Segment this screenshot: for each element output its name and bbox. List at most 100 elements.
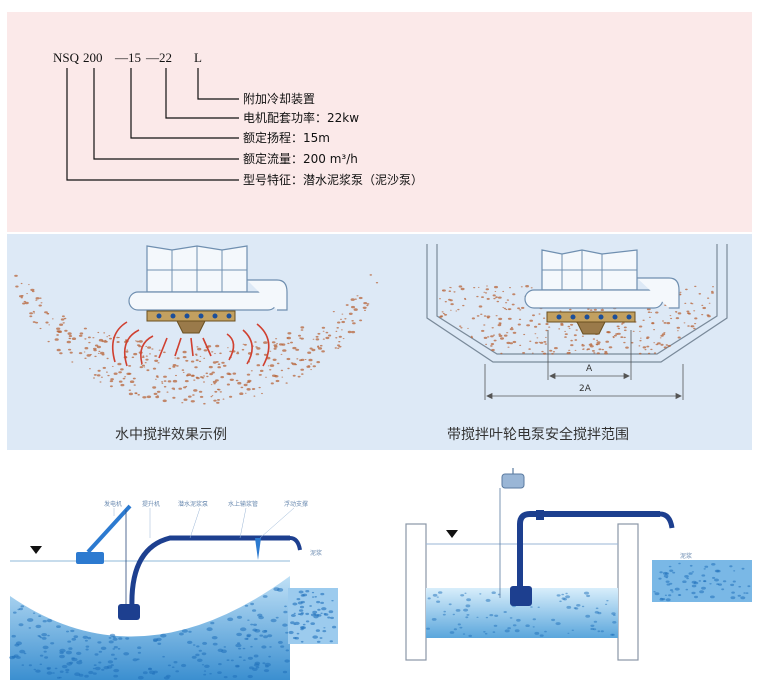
particle bbox=[319, 637, 323, 639]
particle bbox=[69, 351, 73, 354]
label-hoist: 提升机 bbox=[142, 500, 160, 508]
pit-wall-left bbox=[405, 523, 427, 661]
particle bbox=[665, 580, 670, 583]
particle bbox=[268, 655, 271, 658]
particle bbox=[503, 334, 508, 337]
particle bbox=[192, 394, 195, 396]
sediment-block-texture bbox=[288, 590, 337, 643]
particle bbox=[585, 614, 591, 618]
particle bbox=[100, 376, 103, 378]
particle bbox=[586, 594, 591, 598]
particle bbox=[581, 344, 585, 347]
particle bbox=[598, 348, 602, 351]
particle bbox=[526, 324, 530, 327]
particle bbox=[311, 348, 316, 352]
particle bbox=[569, 352, 571, 354]
particle bbox=[465, 604, 471, 608]
particle bbox=[18, 623, 24, 627]
particle bbox=[565, 595, 571, 599]
particle bbox=[691, 571, 695, 573]
particle bbox=[250, 602, 255, 606]
particle bbox=[181, 629, 188, 633]
particle bbox=[273, 347, 277, 350]
particle bbox=[163, 380, 167, 382]
particle bbox=[470, 335, 473, 337]
particle bbox=[110, 664, 114, 667]
particle bbox=[107, 660, 114, 664]
particle bbox=[623, 341, 626, 344]
particle bbox=[321, 326, 326, 329]
particle bbox=[246, 638, 249, 640]
particle bbox=[436, 600, 441, 603]
particle bbox=[35, 669, 41, 673]
particle bbox=[653, 352, 657, 354]
particle bbox=[575, 329, 578, 331]
particle bbox=[596, 352, 600, 355]
particle bbox=[140, 364, 143, 365]
particle bbox=[545, 336, 547, 338]
particle bbox=[496, 300, 500, 303]
particle bbox=[671, 591, 674, 593]
particle bbox=[566, 605, 572, 609]
particle bbox=[118, 637, 123, 640]
particle bbox=[312, 338, 315, 340]
particle bbox=[92, 672, 97, 675]
particle bbox=[711, 290, 714, 293]
particle bbox=[252, 609, 257, 612]
particle bbox=[354, 298, 357, 300]
particle bbox=[356, 295, 359, 297]
particle bbox=[78, 352, 83, 355]
particle bbox=[76, 660, 83, 665]
particle bbox=[654, 592, 660, 596]
caption-stir-range: 带搅拌叶轮电泵安全搅拌范围 bbox=[447, 426, 629, 443]
particle bbox=[202, 641, 208, 645]
particle bbox=[210, 396, 213, 398]
particle bbox=[369, 274, 373, 276]
particle bbox=[646, 345, 650, 348]
particle bbox=[271, 341, 276, 344]
particle bbox=[623, 336, 626, 339]
particle bbox=[83, 327, 87, 330]
particle bbox=[464, 297, 466, 300]
particle bbox=[198, 649, 202, 652]
particle bbox=[733, 570, 736, 572]
particle bbox=[66, 662, 73, 666]
particle bbox=[101, 340, 105, 343]
particle bbox=[587, 308, 590, 310]
particle bbox=[448, 603, 452, 606]
particle bbox=[46, 619, 53, 623]
particle bbox=[438, 591, 443, 594]
particle bbox=[40, 302, 43, 304]
particle bbox=[476, 295, 479, 298]
particle bbox=[143, 366, 146, 368]
particle bbox=[142, 671, 148, 675]
particle bbox=[258, 374, 262, 376]
particle bbox=[294, 621, 300, 625]
particle bbox=[322, 630, 327, 633]
particle bbox=[133, 384, 136, 386]
particle bbox=[490, 335, 494, 338]
particle bbox=[745, 592, 749, 594]
particle bbox=[211, 351, 214, 353]
particle bbox=[741, 567, 745, 570]
particle bbox=[118, 380, 123, 383]
particle bbox=[214, 390, 218, 393]
particle bbox=[272, 374, 276, 377]
particle bbox=[494, 285, 498, 289]
particle bbox=[269, 369, 272, 371]
particle bbox=[345, 304, 349, 306]
particle bbox=[309, 347, 313, 350]
particle bbox=[86, 354, 91, 357]
particle bbox=[316, 361, 321, 364]
particle bbox=[142, 396, 147, 399]
particle bbox=[276, 362, 280, 365]
particle bbox=[113, 646, 118, 649]
particle bbox=[288, 630, 294, 635]
code-segment-suffix: L bbox=[194, 50, 202, 65]
particle bbox=[301, 373, 304, 375]
particle bbox=[686, 310, 690, 313]
particle bbox=[253, 663, 260, 667]
hoist-block bbox=[501, 473, 525, 489]
particle bbox=[101, 668, 105, 671]
particle bbox=[661, 598, 666, 601]
